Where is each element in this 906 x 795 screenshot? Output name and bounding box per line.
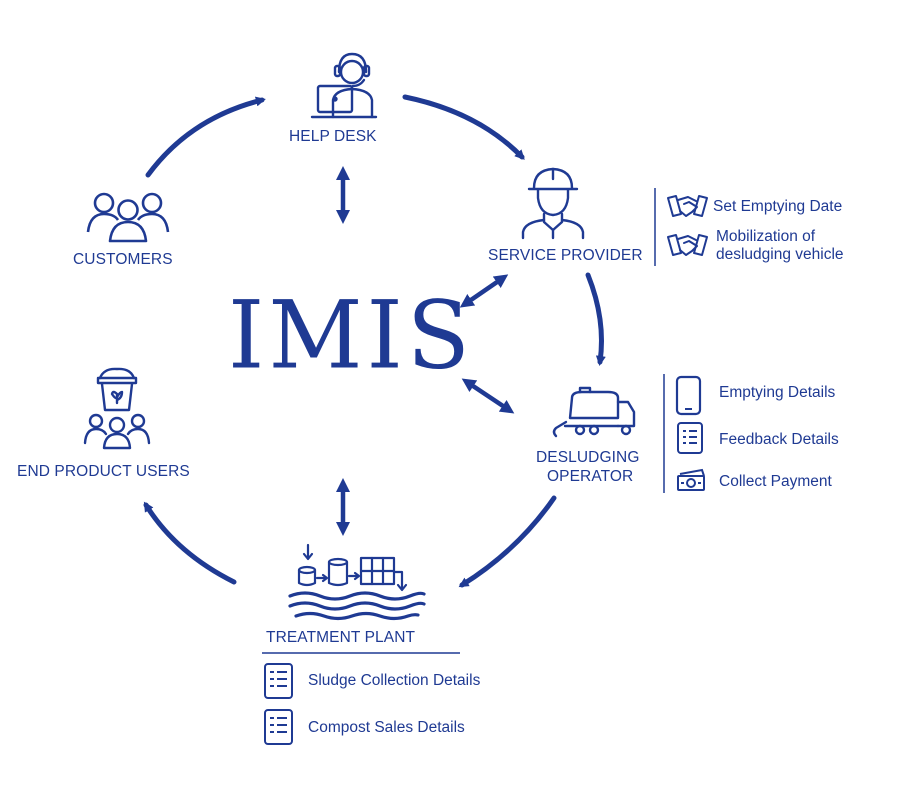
customers-label: CUSTOMERS xyxy=(73,251,173,268)
treatment-plant-label: TREATMENT PLANT xyxy=(266,629,416,646)
desludging-operator-label-1: DESLUDGING xyxy=(536,449,640,466)
end-product-users-label: END PRODUCT USERS xyxy=(17,463,190,480)
sp-detail-2-line2: desludging vehicle xyxy=(716,246,844,263)
arrow-customers-to-helpdesk xyxy=(145,96,266,178)
tp-detail-compost: Compost Sales Details xyxy=(308,719,465,736)
arrow-operator-to-plant xyxy=(458,495,557,588)
desludging-operator-label-2: OPERATOR xyxy=(547,468,634,485)
arrow-provider-to-operator xyxy=(585,272,606,366)
op-detail-feedback: Feedback Details xyxy=(719,431,839,448)
op-detail-emptying: Emptying Details xyxy=(719,384,836,401)
bidir-arrow-imis-provider xyxy=(459,274,509,308)
service-provider-label: SERVICE PROVIDER xyxy=(488,247,643,264)
center-title: IMIS xyxy=(228,280,474,391)
arrow-plant-to-endusers xyxy=(143,501,237,585)
arrow-helpdesk-to-provider xyxy=(402,94,525,160)
sp-detail-1: Set Emptying Date xyxy=(713,198,843,215)
bidir-arrow-imis-operator xyxy=(461,378,515,414)
help-desk-label: HELP DESK xyxy=(289,128,377,145)
tp-detail-sludge: Sludge Collection Details xyxy=(308,672,481,689)
op-detail-payment: Collect Payment xyxy=(719,473,832,490)
sp-detail-2-line1: Mobilization of xyxy=(716,228,816,245)
